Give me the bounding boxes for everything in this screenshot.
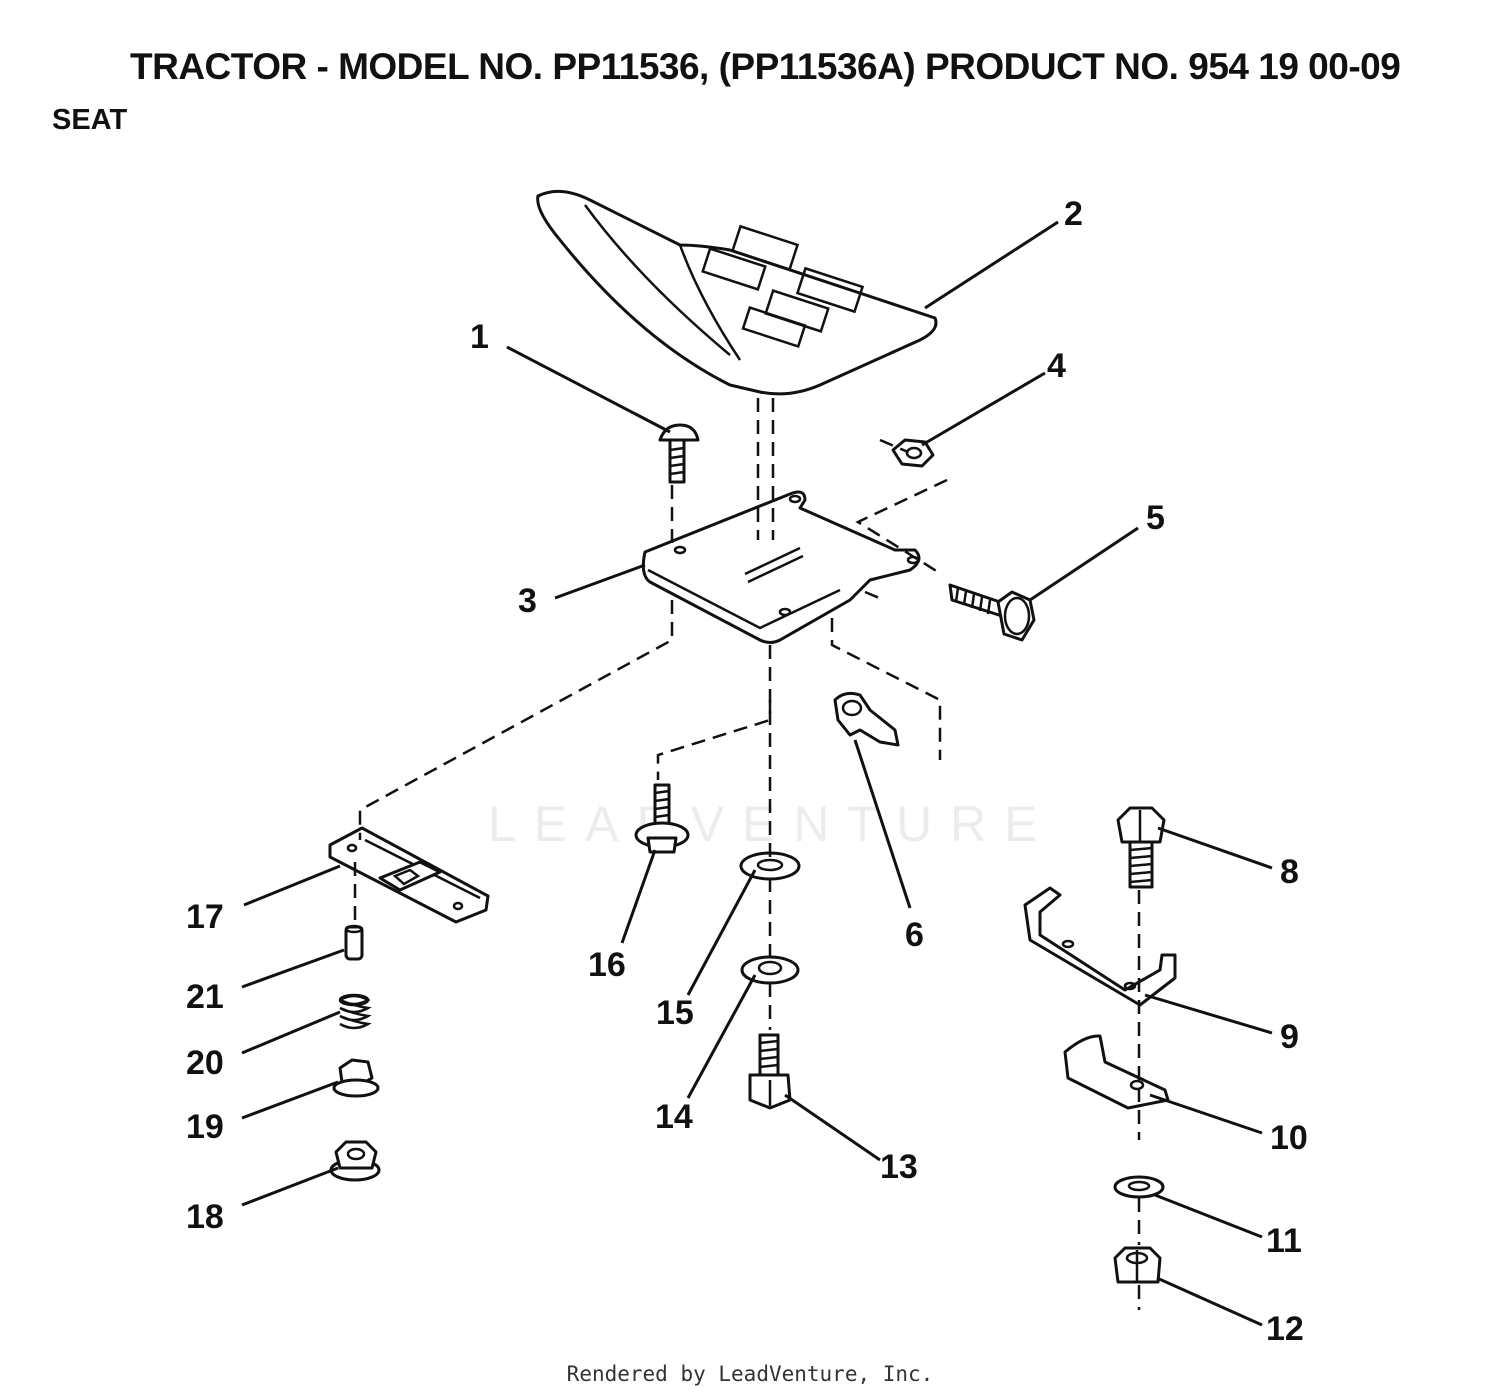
part-4-nut[interactable]: [891, 438, 935, 468]
part-5-hex-bolt[interactable]: [948, 583, 1036, 642]
callout-2: 2: [1064, 195, 1083, 233]
footer-credit: Rendered by LeadVenture, Inc.: [566, 1362, 934, 1386]
callout-14: 14: [655, 1098, 693, 1136]
part-8-hex-bolt[interactable]: [1116, 806, 1166, 889]
callout-1: 1: [470, 318, 489, 356]
callout-3: 3: [518, 582, 537, 620]
part-12-lock-nut[interactable]: [1113, 1246, 1162, 1284]
part-21-pin[interactable]: [344, 924, 364, 961]
part-18-flange-nut[interactable]: [329, 1140, 381, 1182]
callout-15: 15: [656, 994, 694, 1032]
callout-10: 10: [1270, 1119, 1308, 1157]
part-11-washer[interactable]: [1113, 1175, 1165, 1199]
callout-9: 9: [1280, 1018, 1299, 1056]
part-20-spring[interactable]: [338, 993, 372, 1030]
callout-17: 17: [186, 898, 224, 936]
section-title: SEAT: [52, 104, 128, 136]
callout-19: 19: [186, 1108, 224, 1146]
callout-21: 21: [186, 978, 224, 1016]
part-17-latch-plate[interactable]: [328, 826, 490, 924]
part-13-hex-bolt[interactable]: [748, 1033, 792, 1110]
part-3-seat-bracket[interactable]: [641, 490, 921, 644]
callout-8: 8: [1280, 853, 1299, 891]
part-19-bushing[interactable]: [332, 1058, 380, 1098]
page-title: TRACTOR - MODEL NO. PP11536, (PP11536A) …: [130, 46, 1401, 87]
callout-16: 16: [588, 946, 626, 984]
callout-4: 4: [1047, 347, 1066, 385]
callouts: 1 2 3 4 5 6 8 9 10 11 12 13 14 15 16 17 …: [186, 195, 1308, 1348]
part-2-seat[interactable]: [536, 189, 938, 396]
assembly-lines: [353, 398, 1141, 1310]
callout-13: 13: [880, 1148, 918, 1186]
watermark: LEADVENTURE: [488, 796, 1056, 852]
callout-12: 12: [1266, 1310, 1304, 1348]
part-14-lock-washer[interactable]: [740, 955, 800, 985]
callout-5: 5: [1146, 499, 1165, 537]
part-16-shoulder-bolt[interactable]: [634, 783, 690, 854]
part-9-bracket[interactable]: [1023, 886, 1177, 1007]
callout-20: 20: [186, 1044, 224, 1082]
part-6-clip[interactable]: [833, 691, 900, 747]
leader-lines: [241, 220, 1273, 1327]
callout-11: 11: [1266, 1222, 1302, 1260]
part-1-carriage-bolt[interactable]: [658, 423, 700, 484]
part-10-clamp[interactable]: [1063, 1034, 1170, 1110]
callout-18: 18: [186, 1198, 224, 1236]
callout-6: 6: [905, 916, 924, 954]
